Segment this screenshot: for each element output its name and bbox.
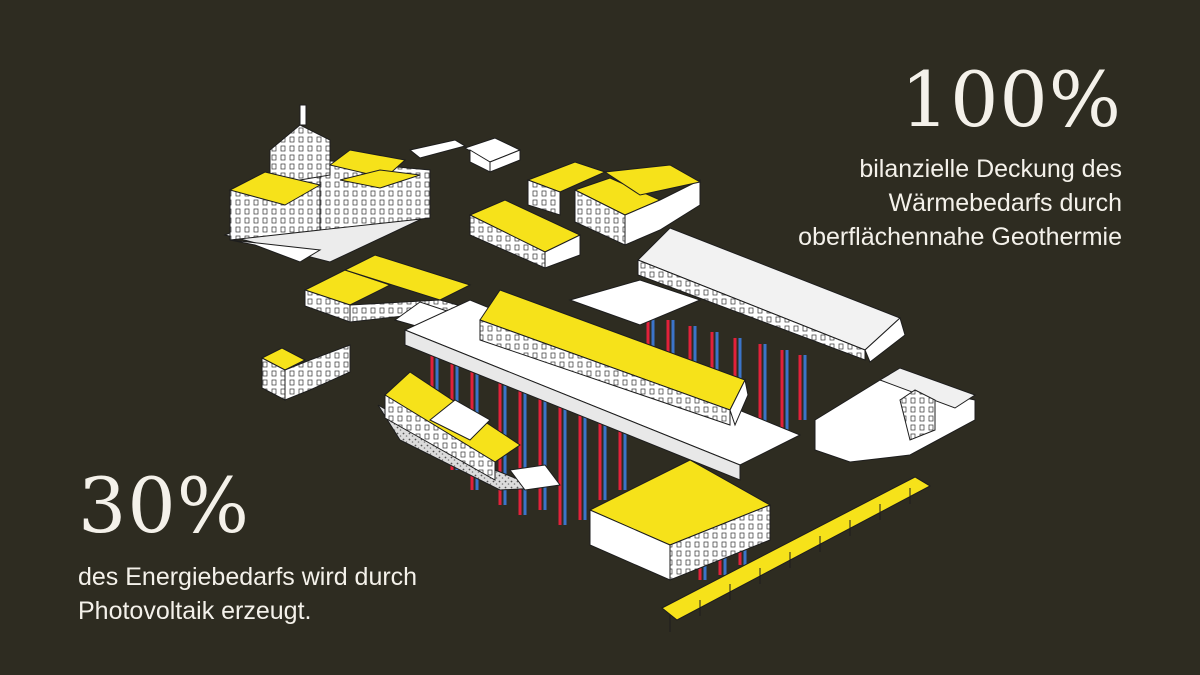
- building-boathouse: [408, 137, 522, 173]
- building-farmhouse: [814, 367, 977, 463]
- building-pv-hall: [588, 459, 772, 581]
- geothermal-description: bilanzielle Deckung des Wärmebedarfs dur…: [798, 152, 1122, 254]
- geothermal-percentage: 100%: [900, 55, 1122, 144]
- geothermal-description-line: Wärmebedarfs durch: [888, 189, 1122, 217]
- building-courtyard: [303, 254, 476, 331]
- photovoltaic-percentage: 30%: [78, 461, 250, 550]
- building-manor-right: [526, 161, 702, 246]
- building-barn: [468, 199, 582, 269]
- building-workshop: [377, 371, 561, 491]
- building-main-hall: [479, 289, 749, 427]
- geothermal-description-line: oberflächennahe Geothermie: [798, 223, 1122, 251]
- photovoltaic-description-line: des Energiebedarfs wird durch: [78, 563, 418, 591]
- pv-canopy: [661, 476, 932, 632]
- photovoltaic-description-line: Photovoltaik erzeugt.: [78, 597, 312, 625]
- building-cottages: [260, 344, 351, 401]
- photovoltaic-stat: 30% des Energiebedarfs wird durch Photov…: [78, 468, 417, 628]
- photovoltaic-description: des Energiebedarfs wird durch Photovolta…: [78, 560, 417, 628]
- geothermal-stat: 100% bilanzielle Deckung des Wärmebedarf…: [798, 62, 1122, 254]
- building-palace: [223, 104, 432, 263]
- geothermal-description-line: bilanzielle Deckung des: [859, 155, 1122, 183]
- building-long-hall: [637, 227, 906, 363]
